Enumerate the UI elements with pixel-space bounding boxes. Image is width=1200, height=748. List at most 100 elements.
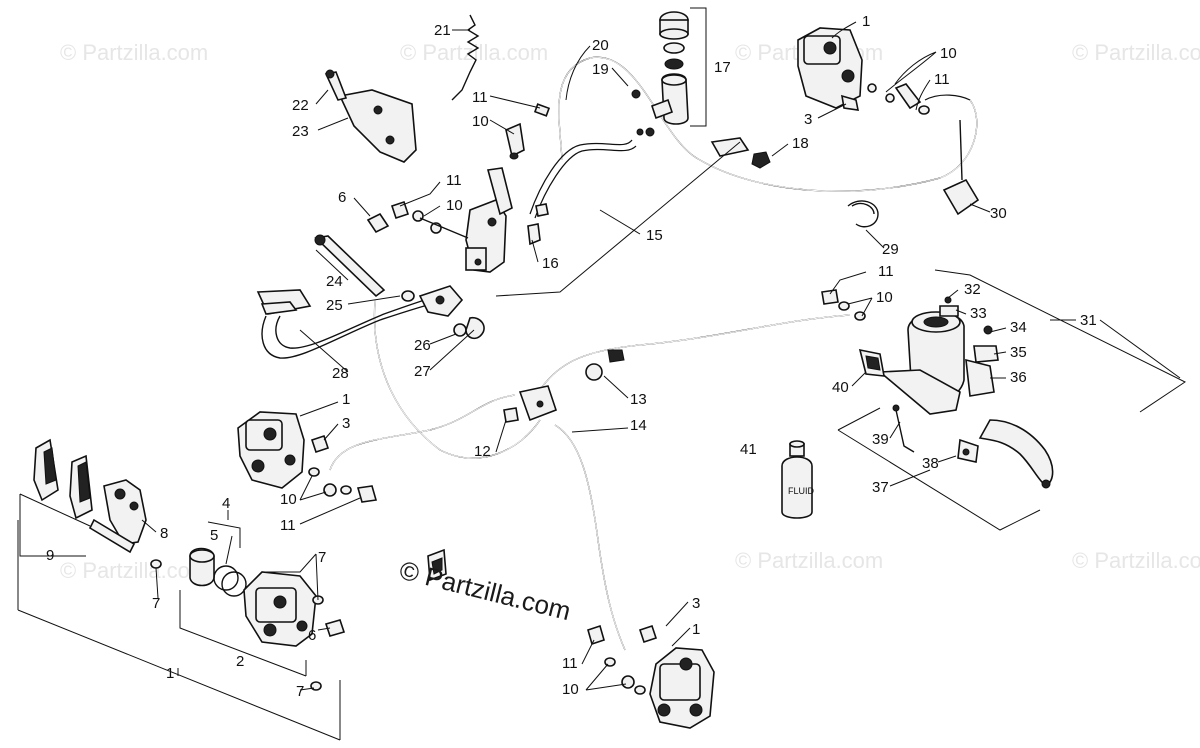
callout-15: 15 <box>646 227 663 244</box>
partzilla-logo-mark <box>427 548 447 582</box>
fittings-left-master <box>366 200 469 239</box>
left-brake-line-inner <box>329 394 516 471</box>
callout-20: 20 <box>592 37 609 54</box>
reservoir-hose-15 <box>529 139 633 215</box>
brake-line-20 <box>558 56 978 192</box>
callout-11: 11 <box>472 89 488 106</box>
grouping-lines <box>17 7 1186 741</box>
caliper-bracket-8 <box>88 479 162 569</box>
callout-34: 34 <box>1010 319 1027 336</box>
callout-11: 11 <box>878 263 894 280</box>
watermark-center: © Partzilla.com <box>397 555 574 626</box>
callout-21: 21 <box>434 22 451 39</box>
callout-17: 17 <box>714 59 731 76</box>
watermark-tile: © Partzilla.com <box>1072 40 1200 65</box>
callout-19: 19 <box>592 61 609 78</box>
front-brake-line <box>539 314 851 391</box>
callout-numbers: 21 20 17 1 10 11 22 19 11 10 3 18 23 11 … <box>46 13 1097 700</box>
callout-11: 11 <box>446 172 462 189</box>
callout-25: 25 <box>326 297 343 314</box>
callout-23: 23 <box>292 123 309 140</box>
rear-brake-line-14-inner <box>554 424 626 651</box>
callout-40: 40 <box>832 379 849 396</box>
front-brake-line-inner <box>539 314 851 391</box>
callout-9: 9 <box>46 547 54 564</box>
callout-37: 37 <box>872 479 889 496</box>
brake-lines <box>329 56 978 651</box>
callout-33: 33 <box>970 305 987 322</box>
rear-master-cylinder <box>465 167 549 273</box>
callout-39: 39 <box>872 431 889 448</box>
callout-36: 36 <box>1010 369 1027 386</box>
callout-3: 3 <box>692 595 700 612</box>
callout-26: 26 <box>414 337 431 354</box>
watermark-tile: © Partzilla.com <box>400 40 548 65</box>
callout-11: 11 <box>280 517 296 534</box>
pedal-brake-line <box>373 299 541 459</box>
callout-16: 16 <box>542 255 559 272</box>
screw-39 <box>892 404 900 412</box>
callout-1: 1 <box>692 621 700 638</box>
callout-5: 5 <box>210 527 218 544</box>
callout-12: 12 <box>474 443 491 460</box>
callout-3: 3 <box>342 415 350 432</box>
screw-34 <box>983 325 993 335</box>
callout-8: 8 <box>160 525 168 542</box>
callout-14: 14 <box>630 417 647 434</box>
banjo-fitting-top <box>505 103 551 160</box>
callout-41: 41 <box>740 441 757 458</box>
callout-11: 11 <box>934 71 950 88</box>
callout-24: 24 <box>326 273 343 290</box>
callout-13: 13 <box>630 391 647 408</box>
hose-clamp-29 <box>847 200 879 228</box>
callout-29: 29 <box>882 241 899 258</box>
callout-6: 6 <box>308 627 316 644</box>
callout-7: 7 <box>152 595 160 612</box>
brake-fluid-reservoir-17 <box>631 11 689 137</box>
mount-plate-18 <box>710 137 771 169</box>
callout-35: 35 <box>1010 344 1027 361</box>
brake-lever-37 <box>978 419 1054 487</box>
callout-3: 3 <box>804 111 812 128</box>
gasket-33 <box>939 305 959 317</box>
callout-1: 1 <box>862 13 870 30</box>
callout-32: 32 <box>964 281 981 298</box>
callout-7: 7 <box>296 683 304 700</box>
callout-38: 38 <box>922 455 939 472</box>
front-master-cylinder-31 <box>821 289 1054 489</box>
fitting-16 <box>527 223 541 246</box>
callout-11: 11 <box>562 655 578 672</box>
callout-10: 10 <box>446 197 463 214</box>
screw-32 <box>944 296 952 304</box>
caliper-assembly-2 <box>243 571 346 691</box>
bracket-23 <box>324 69 417 163</box>
callout-1: 1 <box>342 391 350 408</box>
callout-10: 10 <box>280 491 297 508</box>
brake-line-20-inner <box>558 56 978 192</box>
watermark-tile: © Partzilla.com <box>1072 548 1200 573</box>
callout-27: 27 <box>414 363 431 380</box>
watermark-tile: © Partzilla.com <box>735 548 883 573</box>
callout-10: 10 <box>472 113 489 130</box>
watermark-layer: © Partzilla.com © Partzilla.com © Partzi… <box>60 40 1200 583</box>
watermark-tile: © Partzilla.com <box>60 558 208 583</box>
callout-6: 6 <box>338 189 346 206</box>
pedal-brake-line-inner <box>374 299 541 459</box>
callout-30: 30 <box>990 205 1007 222</box>
bolt-12 <box>503 407 519 423</box>
rear-left-caliper <box>237 411 378 503</box>
callout-10: 10 <box>940 45 957 62</box>
callout-10: 10 <box>876 289 893 306</box>
callout-28: 28 <box>332 365 349 382</box>
callout-2: 2 <box>236 653 244 670</box>
callout-7: 7 <box>318 549 326 566</box>
leader-lines <box>141 21 1076 691</box>
return-spring-21 <box>451 14 480 101</box>
rear-lower-caliper <box>587 624 715 729</box>
brake-pads-9 <box>33 438 93 520</box>
callout-18: 18 <box>792 135 809 152</box>
watermark-tile: © Partzilla.com <box>60 40 208 65</box>
callout-4: 4 <box>222 495 230 512</box>
bottle-label: FLUID <box>788 486 815 496</box>
